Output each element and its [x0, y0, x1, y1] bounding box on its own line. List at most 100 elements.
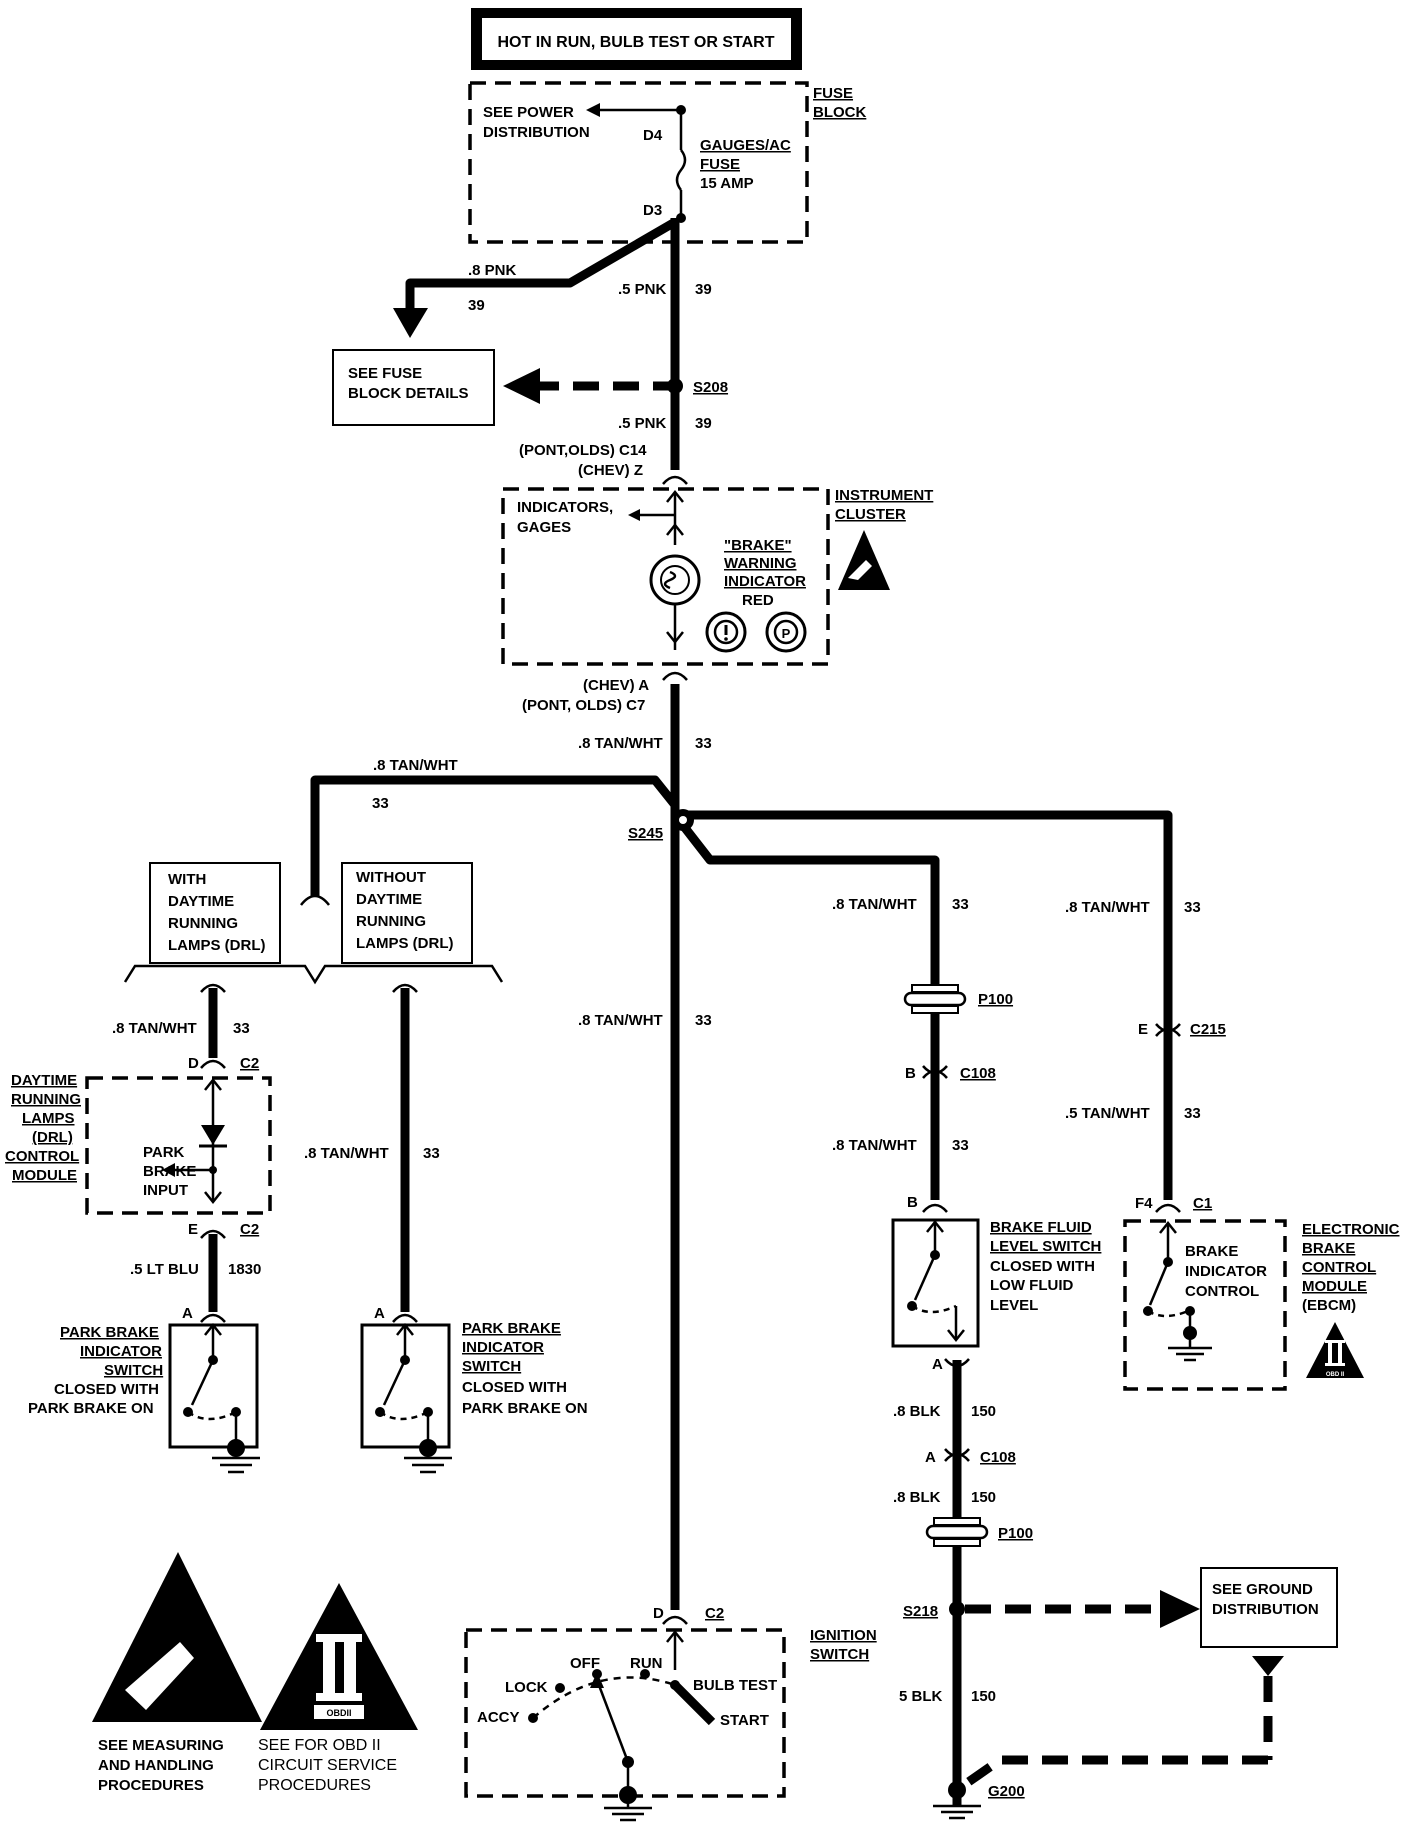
ebcm-ground-icon [1168, 1338, 1212, 1362]
drl-pin-d: D [188, 1055, 199, 1072]
cluster-indicators-2: GAGES [517, 519, 571, 536]
obd-large-icon [260, 1583, 418, 1730]
ebcm-title-2: BRAKE [1302, 1240, 1355, 1257]
measuring-legend: SEE MEASURING AND HANDLING PROCEDURES [92, 1552, 262, 1794]
wire-tan-nodrl-label: .8 TAN/WHT [304, 1145, 389, 1162]
see-power-text-2: DISTRIBUTION [483, 124, 590, 141]
wire-ltblu-label: .5 LT BLU [130, 1261, 199, 1278]
ground-arrow-icon [1160, 1590, 1200, 1628]
c215-pin: E [1138, 1021, 1148, 1038]
svg-text:P: P [782, 626, 791, 641]
wire-tan-left-label: .8 TAN/WHT [373, 757, 458, 774]
ign-pos-off: OFF [570, 1655, 600, 1672]
obd-small-badge: OBD II [1326, 1372, 1345, 1378]
brake-exclamation-icon [705, 611, 747, 653]
ign-pos-start: START [720, 1712, 769, 1729]
p100-top-label: P100 [978, 991, 1013, 1008]
splice-s208: S208 [693, 379, 728, 396]
ground-icon-left [212, 1448, 260, 1474]
brake-fluid-desc-3: LEVEL [990, 1297, 1038, 1314]
drl-pin-e: E [188, 1221, 198, 1238]
fuse-details-arrow-icon [503, 368, 540, 404]
park-left-desc-1: CLOSED WITH [54, 1381, 159, 1398]
branch-arrow-icon [393, 308, 428, 338]
wire-tan-r1b-num: 33 [952, 1137, 969, 1154]
splice-s208-dot [667, 378, 683, 394]
ebcm-title-4: MODULE [1302, 1278, 1367, 1295]
drl-without-1: WITHOUT [356, 869, 426, 886]
ground-return-icon [1252, 1656, 1284, 1676]
obd-badge: OBDII [326, 1708, 351, 1718]
park-left-title-1: PARK BRAKE [60, 1324, 159, 1341]
p100-connector-top [903, 984, 967, 1014]
cluster-title-2: CLUSTER [835, 506, 906, 523]
cluster-indicators-1: INDICATORS, [517, 499, 613, 516]
option-bracket [123, 964, 504, 985]
fuse-rating: 15 AMP [700, 175, 754, 192]
ign-conn: C2 [705, 1605, 724, 1622]
splice-g200: G200 [988, 1783, 1025, 1800]
park-left-desc-2: PARK BRAKE ON [28, 1400, 154, 1417]
splice-s218-dot [949, 1601, 965, 1617]
brake-fluid-title-1: BRAKE FLUID [990, 1219, 1092, 1236]
wire-tan-main-num: 33 [695, 735, 712, 752]
wire-tan-left [310, 775, 679, 896]
cluster-title-1: INSTRUMENT [835, 487, 933, 504]
brake-fluid-desc-1: CLOSED WITH [990, 1258, 1095, 1275]
wire-ltblu-num: 1830 [228, 1261, 261, 1278]
c215: C215 [1190, 1021, 1226, 1038]
ign-pos-lock: LOCK [505, 1679, 548, 1696]
park-left-pin: A [182, 1305, 193, 1322]
c1-pin: F4 [1135, 1195, 1153, 1212]
brake-parking-icon: P [765, 611, 807, 653]
brake-fluid-level-switch [891, 1218, 980, 1348]
park-right-title-3: SWITCH [462, 1358, 521, 1375]
ign-pos-accy: ACCY [477, 1709, 520, 1726]
obd-legend: OBDII SEE FOR OBD II CIRCUIT SERVICE PRO… [258, 1583, 418, 1794]
wire-tan-center-num: 33 [695, 1012, 712, 1029]
see-power-text-1: SEE POWER [483, 104, 574, 121]
ebcm-inner-3: CONTROL [1185, 1283, 1259, 1300]
fuse-name-1: GAUGES/AC [700, 137, 791, 154]
park-right-desc-1: CLOSED WITH [462, 1379, 567, 1396]
header-box: HOT IN RUN, BULB TEST OR START [471, 8, 802, 70]
ign-pos-run: RUN [630, 1655, 663, 1672]
ground-icon-right [404, 1448, 452, 1474]
bfl-a-pin: A [932, 1356, 943, 1373]
drl-with-4: LAMPS (DRL) [168, 937, 266, 954]
wire-tan-r2a-num: 33 [1184, 899, 1201, 916]
c108-a-pin: A [925, 1449, 936, 1466]
drl-without-2: DAYTIME [356, 891, 422, 908]
drl-input-3: INPUT [143, 1182, 188, 1199]
fuse-name-2: FUSE [700, 156, 740, 173]
drl-title-2: RUNNING [11, 1091, 81, 1108]
wire-tan-drl-label: .8 TAN/WHT [112, 1020, 197, 1037]
see-ground-2: DISTRIBUTION [1212, 1601, 1319, 1618]
drl-without-3: RUNNING [356, 913, 426, 930]
fuse-block-title-1: FUSE [813, 85, 853, 102]
pin-d4: D4 [643, 127, 663, 144]
wire-branch-pink [405, 218, 678, 315]
drl-without-box [341, 862, 473, 964]
park-brake-switch-right [360, 1322, 451, 1449]
drl-title-1: DAYTIME [11, 1072, 77, 1089]
drl-input-1: PARK [143, 1144, 185, 1161]
measuring-2: AND HANDLING [98, 1757, 214, 1774]
wire-tan-r1a-num: 33 [952, 896, 969, 913]
ign-title-1: IGNITION [810, 1627, 877, 1644]
c1: C1 [1193, 1195, 1212, 1212]
cluster-conn-bottom-1: (CHEV) A [583, 677, 649, 694]
see-ground-box [1200, 1567, 1338, 1648]
park-right-title-2: INDICATOR [462, 1339, 544, 1356]
wire-tan-nodrl-num: 33 [423, 1145, 440, 1162]
pin-d3: D3 [643, 202, 662, 219]
ignition-switch: ACCY LOCK OFF RUN BULB TEST START [464, 1628, 786, 1798]
see-fuse-details-1: SEE FUSE [348, 365, 422, 382]
wire-blk-a-num: 150 [971, 1403, 996, 1420]
ign-pin: D [653, 1605, 664, 1622]
fuse-block: FUSE BLOCK SEE POWER DISTRIBUTION D4 D3 … [468, 81, 866, 244]
bfl-pin: B [907, 1194, 918, 1211]
brake-label-1: "BRAKE" [724, 537, 792, 554]
drl-title-4: (DRL) [32, 1129, 73, 1146]
